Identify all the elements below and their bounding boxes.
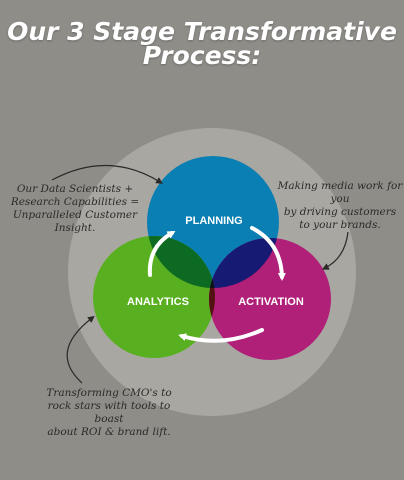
annotation-bottom-line-1: Transforming CMO's to bbox=[46, 387, 172, 399]
label-analytics: ANALYTICS bbox=[127, 296, 189, 308]
annotation-left: Our Data Scientists + Research Capabilit… bbox=[6, 183, 144, 235]
label-planning: PLANNING bbox=[185, 215, 242, 227]
annotation-bottom-line-2: rock stars with tools to boast bbox=[47, 400, 171, 425]
annotation-right-line-1: Making media work for you bbox=[277, 180, 403, 205]
title-line-1: Our 3 Stage Transformative bbox=[7, 17, 397, 46]
annotation-left-line-1: Our Data Scientists + bbox=[16, 183, 134, 195]
page-title: Our 3 Stage Transformative Process: bbox=[0, 17, 404, 70]
annotation-bottom: Transforming CMO's to rock stars with to… bbox=[34, 387, 184, 439]
arrow-analytics-to-planning bbox=[147, 230, 176, 277]
pointer-right-note bbox=[321, 231, 349, 270]
arrow-activation-to-analytics bbox=[178, 328, 264, 343]
label-activation: ACTIVATION bbox=[238, 296, 304, 308]
annotation-left-line-2: Research Capabilities = bbox=[10, 196, 140, 208]
annotation-left-line-3: Unparalleled Customer Insight. bbox=[12, 209, 138, 234]
pointer-bottom-note bbox=[66, 315, 95, 384]
overlap-planning-analytics bbox=[147, 236, 215, 288]
annotation-bottom-line-3: about ROI & brand lift. bbox=[47, 426, 171, 438]
overlap-planning-activation bbox=[209, 238, 279, 288]
annotation-right-line-2: by driving customers bbox=[283, 206, 397, 218]
annotation-right: Making media work for you by driving cus… bbox=[276, 180, 404, 232]
title-line-2: Process: bbox=[142, 41, 262, 70]
annotation-right-line-3: to your brands. bbox=[299, 219, 381, 231]
pointer-left-note bbox=[51, 164, 163, 184]
arrow-planning-to-activation bbox=[250, 226, 286, 281]
